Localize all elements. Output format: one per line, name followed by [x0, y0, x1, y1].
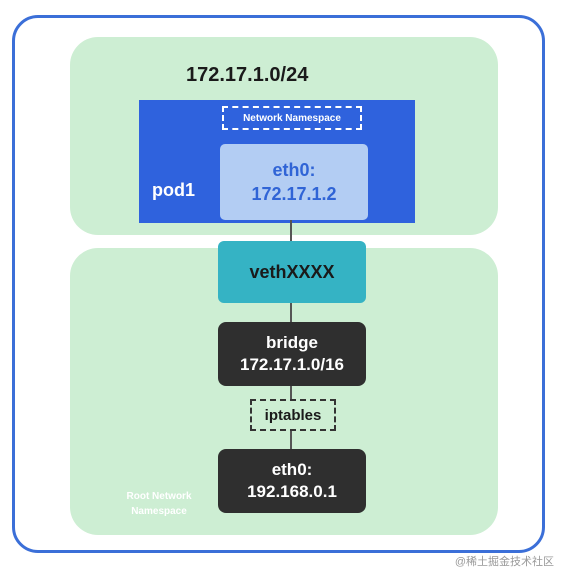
root-namespace-line1: Root Network: [126, 491, 192, 502]
veth-interface: vethXXXX: [218, 241, 366, 303]
root-namespace-line2: Namespace: [131, 506, 187, 517]
watermark: @稀土掘金技术社区: [454, 556, 554, 568]
connector-pod-veth: [290, 220, 292, 241]
connector-veth-bridge: [290, 303, 292, 322]
pod-eth0-interface: eth0: 172.17.1.2: [220, 144, 368, 220]
bridge-box: bridge 172.17.1.0/16: [218, 322, 366, 386]
connector-iptables-eth0: [290, 431, 292, 449]
pod-eth0-ip: 172.17.1.2: [251, 184, 337, 204]
pod-eth0-name: eth0:: [272, 160, 316, 180]
host-eth0-box: eth0: 192.168.0.1: [218, 449, 366, 513]
iptables-box: iptables: [250, 399, 336, 431]
pod-subnet-label: 172.17.1.0/24: [186, 64, 309, 86]
bridge-subnet: 172.17.1.0/16: [240, 355, 344, 374]
root-namespace-label: Root Network Namespace: [104, 489, 214, 519]
pod-name: pod1: [152, 180, 195, 200]
host-eth0-ip: 192.168.0.1: [247, 482, 337, 501]
network-namespace-tag: Network Namespace: [222, 106, 362, 130]
bridge-name: bridge: [266, 333, 318, 352]
connector-bridge-iptables: [290, 386, 292, 399]
host-eth0-name: eth0:: [271, 460, 313, 479]
